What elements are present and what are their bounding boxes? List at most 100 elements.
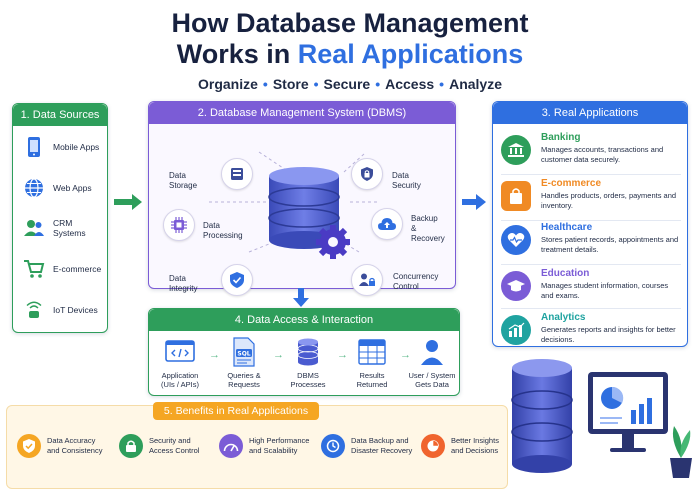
heart-pulse-icon — [501, 225, 531, 255]
node-label: Data Security — [392, 171, 421, 190]
source-label: Web Apps — [53, 183, 92, 193]
app-desc: Manages student information, courses and… — [541, 281, 669, 300]
node-label: Backup & Recovery — [411, 214, 445, 244]
real-applications-panel: 3. Real Applications Banking Manages acc… — [492, 101, 688, 347]
title-line-2: Works in Real Applications — [0, 39, 700, 70]
lock-icon — [351, 158, 383, 190]
node-label: Concurrency Control — [393, 272, 438, 292]
step-arrow-icon: → — [400, 349, 411, 361]
source-label: IoT Devices — [53, 305, 98, 315]
source-iot-devices: IoT Devices — [23, 299, 98, 321]
mobile-phone-icon — [23, 136, 45, 158]
benefit-label-line: Better Insights — [451, 436, 499, 445]
app-name: Analytics — [541, 312, 586, 323]
benefit-label-line: Data Accuracy — [47, 436, 96, 445]
source-label: E-commerce — [53, 264, 102, 274]
source-web-apps: Web Apps — [23, 177, 92, 199]
sql-badge: SQL — [237, 351, 250, 358]
code-window-icon — [151, 337, 209, 367]
step-arrow-icon: → — [337, 349, 348, 361]
user-icon — [403, 337, 461, 367]
step-arrow-icon: → — [209, 349, 220, 361]
app-desc: Generates reports and insights for bette… — [541, 325, 676, 344]
chart-icon — [501, 315, 531, 345]
dbms-title: 2. Database Management System (DBMS) — [149, 102, 455, 124]
data-sources-panel: 1. Data Sources Mobile Apps Web Apps CRM… — [12, 103, 108, 333]
app-desc: Handles products, orders, payments and i… — [541, 191, 677, 210]
node-label-line: Control — [393, 282, 419, 291]
source-mobile-apps: Mobile Apps — [23, 136, 99, 158]
tagline-access: Access — [385, 76, 435, 92]
iot-device-icon — [23, 299, 45, 321]
clock-icon — [321, 434, 345, 458]
gear-icon — [316, 225, 350, 259]
source-crm-systems: CRM Systems — [23, 217, 107, 239]
step-label: Application(UIs / APIs) — [151, 371, 209, 389]
node-label: Data Processing — [203, 221, 243, 240]
gauge-icon — [219, 434, 243, 458]
app-name: Healthcare — [541, 222, 593, 233]
shield-check-icon — [17, 434, 41, 458]
lock-icon — [119, 434, 143, 458]
app-desc: Manages accounts, transactions and custo… — [541, 145, 664, 164]
node-label: Data Storage — [169, 171, 198, 190]
app-education: Education Manages student information, c… — [501, 268, 683, 310]
real-applications-title: 3. Real Applications — [493, 102, 687, 124]
bank-icon — [501, 135, 531, 165]
divider — [501, 264, 681, 265]
node-label-line: Backup & — [411, 214, 438, 233]
page-title: How Database Management Works in Real Ap… — [0, 8, 700, 70]
step-arrow-icon: → — [273, 349, 284, 361]
step-label-line: Results — [359, 371, 385, 380]
step-queries: SQL Queries &Requests — [215, 337, 273, 389]
app-banking: Banking Manages accounts, transactions a… — [501, 132, 683, 174]
step-label-line: Application — [161, 371, 199, 380]
step-application: Application(UIs / APIs) — [151, 337, 209, 389]
tagline-store: Store — [272, 76, 309, 92]
benefit-label-line: Security and — [149, 436, 191, 445]
divider — [501, 174, 681, 175]
arrow-down-icon — [293, 288, 309, 307]
divider — [501, 308, 681, 309]
shopping-bag-icon — [501, 181, 531, 211]
users-icon — [23, 217, 45, 239]
app-name: Education — [541, 268, 590, 279]
app-analytics: Analytics Generates reports and insights… — [501, 312, 683, 354]
step-label-line: DBMS — [297, 371, 319, 380]
tagline-secure: Secure — [323, 76, 371, 92]
node-label-line: Concurrency — [393, 272, 439, 281]
benefits-panel: 5. Benefits in Real Applications Data Ac… — [6, 402, 508, 489]
globe-icon — [23, 177, 45, 199]
table-icon — [343, 337, 401, 367]
database-illustration — [511, 359, 692, 478]
title-plain: Works in — [176, 39, 298, 69]
step-label-line: Processes — [290, 380, 326, 389]
cpu-icon — [163, 209, 195, 241]
storage-icon — [221, 158, 253, 190]
tagline-analyze: Analyze — [449, 76, 502, 92]
arrow-right-icon — [114, 194, 142, 210]
title-accent: Real Applications — [297, 39, 524, 69]
tagline: Organize•Store•Secure•Access•Analyze — [198, 76, 502, 92]
cloud-upload-icon — [371, 208, 403, 240]
step-label-line: (UIs / APIs) — [161, 380, 199, 389]
app-desc: Stores patient records, appointments and… — [541, 235, 679, 254]
source-label: Mobile Apps — [53, 142, 100, 152]
benefit-label-line: and Scalability — [249, 446, 298, 455]
app-e-commerce: E-commerce Handles products, orders, pay… — [501, 178, 683, 220]
app-healthcare: Healthcare Stores patient records, appoi… — [501, 222, 683, 264]
tagline-organize: Organize — [198, 76, 258, 92]
benefit-label-line: Access Control — [149, 446, 200, 455]
step-label-line: Queries & — [227, 371, 261, 380]
shield-check-icon — [221, 264, 253, 296]
